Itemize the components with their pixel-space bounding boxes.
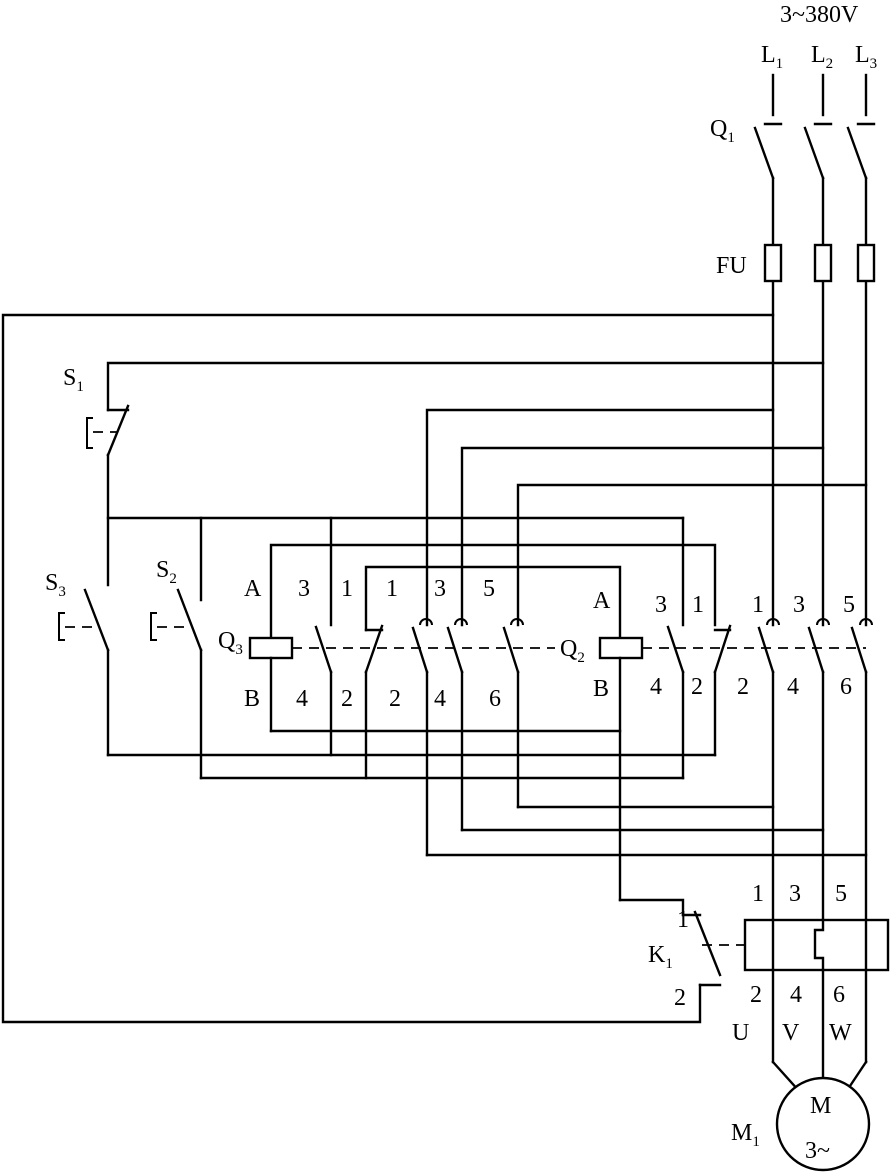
q3-top-terminal: 1	[386, 576, 398, 602]
fuse-l2	[813, 243, 833, 283]
q2-top-terminal: 1	[692, 592, 704, 618]
supply-voltage-label: 3~380V	[780, 2, 859, 28]
q3-bottom-terminal: 2	[389, 686, 401, 712]
k1-top-terminal: 1	[752, 881, 764, 907]
fuse-l1	[763, 243, 783, 283]
phase-label-l1: L1	[761, 42, 783, 72]
q3-coil-top-label: A	[244, 576, 262, 602]
s2-label: S2	[156, 557, 177, 587]
q3-bottom-terminal: 2	[341, 686, 353, 712]
fuse-label: FU	[716, 253, 747, 279]
phase-l3-line	[846, 73, 876, 627]
q3-top-terminal: 1	[341, 576, 353, 602]
q2-coil-top-label: A	[593, 588, 611, 614]
phase-label-l3: L3	[855, 42, 877, 72]
motor-symbol: M	[810, 1093, 831, 1119]
q3-top-terminal: 3	[434, 576, 446, 602]
q3-aux-contact-1-2	[364, 565, 622, 780]
q2-aux-contact-3-4	[666, 625, 685, 780]
q2-bottom-terminal: 2	[737, 674, 749, 700]
s3-label: S3	[45, 570, 66, 600]
q3-aux-contact-3-4	[314, 625, 333, 757]
motor-m1	[775, 1076, 871, 1172]
q2-main-contacts	[757, 618, 873, 922]
motor-type: 3~	[805, 1138, 830, 1164]
q3-bottom-terminal: 4	[434, 686, 446, 712]
phase-l2-line	[803, 73, 833, 627]
q3-main-contacts	[411, 408, 868, 857]
s1-feed-wire	[106, 361, 825, 412]
q2-top-terminal: 3	[655, 592, 667, 618]
motor-label: M1	[731, 1120, 760, 1150]
k1-bottom-terminal: 4	[790, 982, 802, 1008]
breaker-label: Q1	[710, 116, 735, 146]
q3-label: Q3	[218, 628, 243, 658]
q3-bottom-terminal: 4	[296, 686, 308, 712]
phase-label-l2: L2	[811, 42, 833, 72]
k1-overload-relay	[702, 918, 890, 972]
q2-aux-contact-1-2	[713, 624, 732, 757]
control-loop-wire	[1, 313, 775, 1024]
k1-contact-top-label: 1	[677, 907, 689, 933]
output-w-label: W	[829, 1020, 852, 1046]
k1-contact-bottom-label: 2	[674, 985, 686, 1011]
q3-coil	[248, 543, 717, 733]
s2-button	[150, 588, 203, 780]
s1-label: S1	[63, 365, 84, 395]
output-v-label: V	[782, 1020, 800, 1046]
k1-label: K1	[648, 942, 673, 972]
q2-bottom-terminal: 2	[691, 674, 703, 700]
q2-bottom-terminal: 4	[787, 674, 799, 700]
q2-top-terminal: 5	[843, 592, 855, 618]
s1-stop-button	[86, 404, 130, 587]
k1-top-terminal: 3	[789, 881, 801, 907]
q3-top-terminal: 5	[483, 576, 495, 602]
q2-top-terminal: 3	[793, 592, 805, 618]
q2-label: Q2	[560, 636, 585, 666]
q3-coil-bottom-label: B	[244, 686, 260, 712]
s3-button	[58, 588, 110, 757]
q2-coil	[598, 636, 685, 917]
q2-top-terminal: 1	[752, 592, 764, 618]
phase-l1-line	[753, 73, 783, 627]
q3-top-terminal: 3	[298, 576, 310, 602]
k1-top-terminal: 5	[835, 881, 847, 907]
output-u-label: U	[732, 1020, 749, 1046]
q2-bottom-terminal: 4	[650, 674, 662, 700]
k1-bottom-terminal: 2	[750, 982, 762, 1008]
q3-bottom-terminal: 6	[489, 686, 501, 712]
k1-bottom-terminal: 6	[833, 982, 845, 1008]
q2-bottom-terminal: 6	[840, 674, 852, 700]
k1-nc-contact	[681, 910, 722, 987]
q2-coil-bottom-label: B	[593, 676, 609, 702]
fuse-l3	[856, 243, 876, 283]
